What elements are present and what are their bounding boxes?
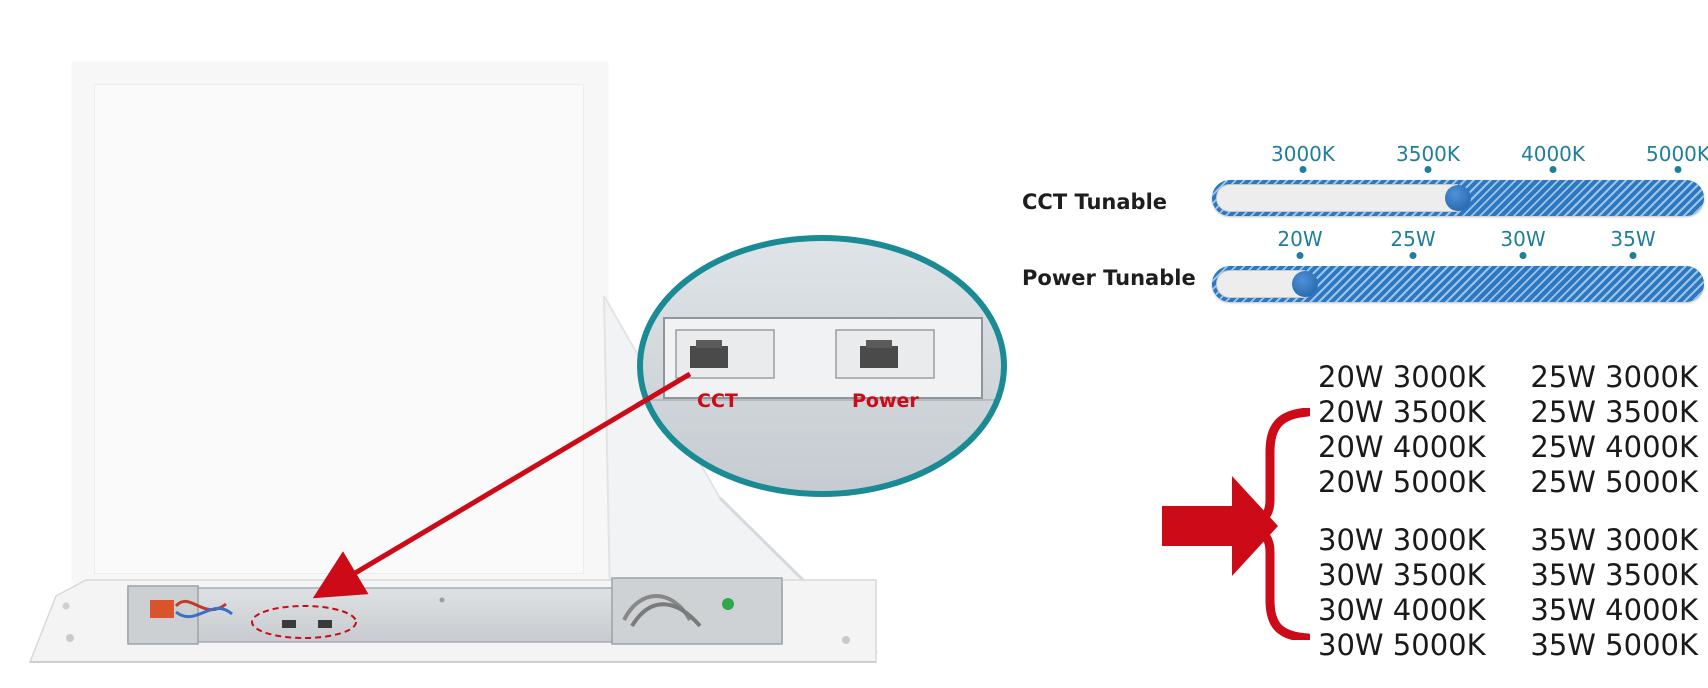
- power-slider-track[interactable]: [1212, 266, 1704, 302]
- power-switch-label: Power: [852, 390, 919, 412]
- cct-switch-slider-cap: [696, 340, 722, 348]
- combo-value: 25W 3000K: [1530, 360, 1698, 394]
- list-item: 20W 4000K 25W 4000K: [1318, 431, 1698, 464]
- combo-value: 30W 3000K: [1318, 523, 1486, 557]
- power-tick-label: 20W: [1277, 227, 1323, 251]
- driver-box-end: [611, 577, 783, 645]
- cct-tunable-label: CCT Tunable: [1022, 190, 1168, 214]
- wire: [175, 606, 234, 619]
- power-tick-label: 25W: [1390, 227, 1436, 251]
- pointer-arrow: [312, 371, 692, 599]
- list-item: 30W 3000K 35W 3000K: [1318, 524, 1698, 557]
- cct-slider-knob[interactable]: [1445, 185, 1471, 211]
- list-item: 20W 5000K 25W 5000K: [1318, 466, 1698, 499]
- combination-indicator: [1162, 408, 1310, 640]
- list-item: 30W 4000K 35W 4000K: [1318, 594, 1698, 627]
- power-tick-dot: [1409, 252, 1417, 259]
- cct-tick-dot: [1299, 166, 1307, 173]
- combo-value: 25W 5000K: [1530, 465, 1698, 499]
- highlight-ring: [251, 605, 357, 639]
- led-panel-diffuser: [94, 84, 584, 574]
- cct-switch-label: CCT: [697, 390, 738, 412]
- combo-value: 30W 5000K: [1318, 628, 1486, 662]
- power-switch-slider: [860, 346, 898, 368]
- combo-value: 20W 5000K: [1318, 465, 1486, 499]
- combo-value: 35W 3000K: [1530, 523, 1698, 557]
- power-tick-label: 35W: [1610, 227, 1656, 251]
- box-screw: [439, 597, 445, 603]
- cct-tick-dot: [1674, 166, 1682, 173]
- frame-screw: [842, 636, 850, 644]
- list-item: 20W 3000K 25W 3000K: [1318, 361, 1698, 394]
- combo-value: 35W 3500K: [1530, 558, 1698, 592]
- magnifier-lens: [637, 235, 1007, 497]
- power-slider-empty: [1216, 270, 1305, 298]
- wire-bundle: [630, 602, 702, 628]
- combo-value: 30W 3500K: [1318, 558, 1486, 592]
- cct-tick-label: 3500K: [1395, 142, 1461, 166]
- power-tick-dot: [1296, 252, 1304, 259]
- red-arrow-icon: [1162, 476, 1278, 576]
- cct-tick-label: 4000K: [1520, 142, 1586, 166]
- combo-value: 25W 3500K: [1530, 395, 1698, 429]
- cct-tick-dot: [1424, 166, 1432, 173]
- cct-slider-track[interactable]: [1212, 180, 1704, 216]
- combo-value: 20W 3000K: [1318, 360, 1486, 394]
- cct-switch-slider: [690, 346, 728, 368]
- terminal-block: [150, 600, 174, 618]
- status-led: [722, 598, 734, 610]
- curly-brace-icon: [1241, 408, 1310, 640]
- power-tunable-label: Power Tunable: [1022, 266, 1196, 290]
- list-item: 30W 5000K 35W 5000K: [1318, 629, 1698, 662]
- frame-screw: [62, 602, 70, 610]
- list-item: 30W 3500K 35W 3500K: [1318, 559, 1698, 592]
- power-tick-label: 30W: [1500, 227, 1546, 251]
- list-item: 20W 3500K 25W 3500K: [1318, 396, 1698, 429]
- power-tick-dot: [1629, 252, 1637, 259]
- power-tick-dot: [1519, 252, 1527, 259]
- cct-slider-empty: [1216, 184, 1458, 212]
- cct-tick-label: 3000K: [1270, 142, 1336, 166]
- combo-value: 25W 4000K: [1530, 430, 1698, 464]
- combo-value: 30W 4000K: [1318, 593, 1486, 627]
- cct-tick-dot: [1549, 166, 1557, 173]
- combo-value: 20W 3500K: [1318, 395, 1486, 429]
- power-switch-slider-cap: [866, 340, 892, 348]
- combo-value: 35W 4000K: [1530, 593, 1698, 627]
- box-cct-switch: [282, 620, 296, 628]
- power-slider-knob[interactable]: [1292, 271, 1318, 297]
- box-power-switch: [318, 620, 332, 628]
- combo-value: 35W 5000K: [1530, 628, 1698, 662]
- cct-tick-label: 5000K: [1645, 142, 1708, 166]
- combo-value: 20W 4000K: [1318, 430, 1486, 464]
- frame-screw: [66, 634, 74, 642]
